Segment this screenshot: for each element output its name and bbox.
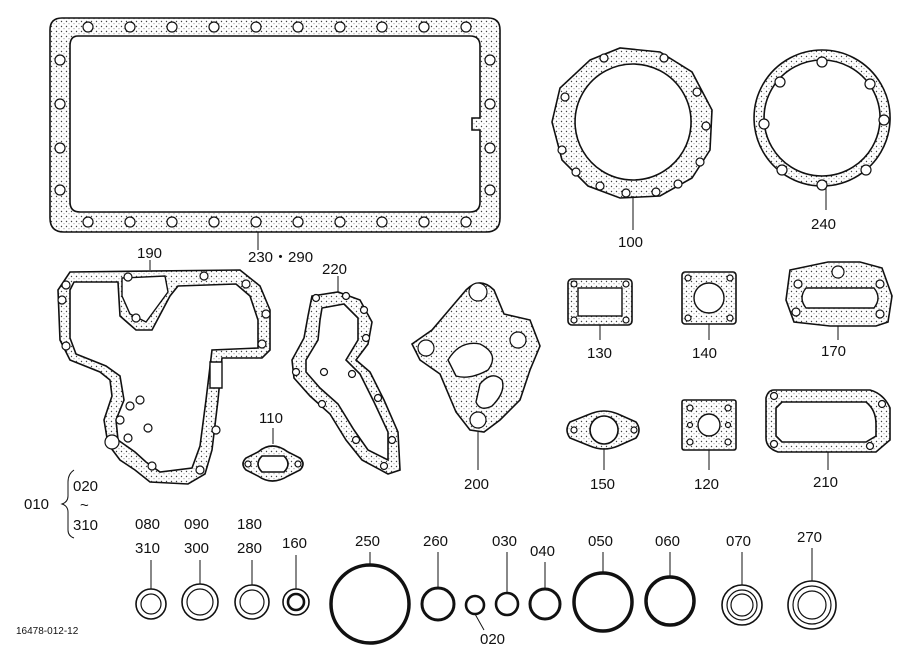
label-200: 200 <box>464 476 489 493</box>
label-020-range-start: 020 <box>73 478 98 495</box>
label-310-range-end: 310 <box>73 517 98 534</box>
label-310: 310 <box>135 540 160 557</box>
front-cover-gasket-190 <box>57 260 271 485</box>
label-150: 150 <box>590 476 615 493</box>
label-050: 050 <box>588 533 613 550</box>
label-130: 130 <box>587 345 612 362</box>
label-range-tilde: ~ <box>80 497 89 514</box>
label-220: 220 <box>322 261 347 278</box>
label-190: 190 <box>137 245 162 262</box>
label-030: 030 <box>492 533 517 550</box>
seal-160 <box>282 555 310 616</box>
label-300: 300 <box>184 540 209 557</box>
label-110: 110 <box>259 410 283 427</box>
o-ring-050 <box>572 552 634 633</box>
drawing-code: 16478-012-12 <box>16 626 79 637</box>
label-090: 090 <box>184 516 209 533</box>
label-140: 140 <box>692 345 717 362</box>
oil-pan-gasket <box>49 17 501 250</box>
cover-gasket-210 <box>765 389 891 470</box>
label-100: 100 <box>618 234 643 251</box>
label-040: 040 <box>530 543 555 560</box>
o-ring-040 <box>528 562 562 621</box>
label-280: 280 <box>237 540 262 557</box>
oil-seal-270 <box>787 548 837 630</box>
label-270: 270 <box>797 529 822 546</box>
square-gasket-130 <box>567 278 633 340</box>
oil-seal-070 <box>721 552 763 626</box>
water-pump-gasket-220 <box>291 276 401 475</box>
label-260: 260 <box>423 533 448 550</box>
label-060: 060 <box>655 533 680 550</box>
label-240: 240 <box>811 216 836 233</box>
plate-gasket-200 <box>410 282 541 470</box>
flange-gasket-100 <box>551 47 713 230</box>
cover-gasket-170 <box>785 261 893 340</box>
label-180: 180 <box>237 516 262 533</box>
seal-090-300 <box>181 560 219 621</box>
o-ring-260 <box>420 552 456 622</box>
label-020: 020 <box>480 631 505 648</box>
seal-180-280 <box>234 560 270 620</box>
o-ring-020 <box>464 594 486 631</box>
seal-080-310 <box>135 560 167 620</box>
label-120: 120 <box>694 476 719 493</box>
o-ring-060 <box>644 552 696 627</box>
label-080: 080 <box>135 516 160 533</box>
label-010: 010 <box>24 496 49 513</box>
flange-gasket-150 <box>566 410 640 470</box>
kit-bracket <box>60 469 75 539</box>
oval-gasket-110 <box>242 428 304 482</box>
square-gasket-140 <box>681 271 737 340</box>
o-ring-030 <box>494 552 520 617</box>
label-070: 070 <box>726 533 751 550</box>
plate-gasket-120 <box>681 399 737 470</box>
label-160: 160 <box>282 535 307 552</box>
o-ring-250 <box>329 552 411 645</box>
label-250: 250 <box>355 533 380 550</box>
label-170: 170 <box>821 343 846 360</box>
label-210: 210 <box>813 474 838 491</box>
label-230-290: 230・290 <box>248 249 313 266</box>
ring-gasket-240 <box>753 49 891 210</box>
